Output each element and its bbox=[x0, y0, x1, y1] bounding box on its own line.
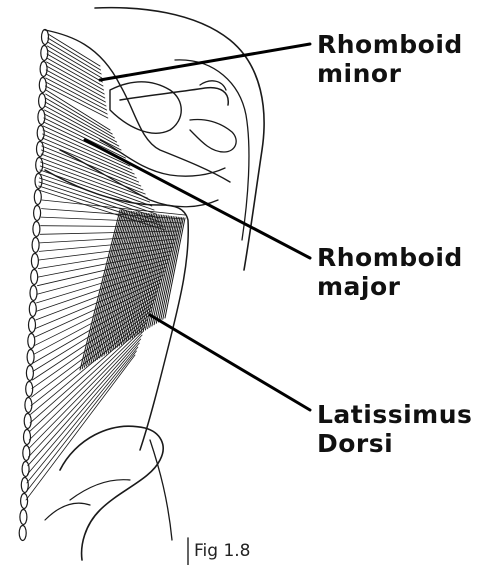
vertebra bbox=[30, 286, 37, 301]
vertebra bbox=[19, 526, 26, 541]
vertebra bbox=[22, 462, 29, 477]
vertebra bbox=[24, 430, 31, 445]
vertebra bbox=[28, 334, 35, 349]
vertebra bbox=[34, 206, 41, 221]
label-rhomboid-major-line2: major bbox=[317, 272, 463, 301]
hatch-stroke bbox=[29, 331, 144, 449]
vertebra bbox=[32, 238, 39, 253]
label-rhomboid-minor-line2: minor bbox=[317, 59, 463, 88]
vertebra bbox=[23, 446, 30, 461]
hatch-stroke bbox=[40, 170, 154, 210]
label-rhomboid-major: Rhomboid major bbox=[317, 243, 463, 301]
label-rhomboid-minor-line1: Rhomboid bbox=[317, 30, 463, 59]
vertebra bbox=[31, 270, 38, 285]
label-latissimus-dorsi-line2: Dorsi bbox=[317, 429, 472, 458]
vertebra bbox=[31, 254, 38, 269]
vertebra bbox=[39, 78, 46, 93]
vertebra bbox=[26, 382, 33, 397]
scapula-spine bbox=[120, 88, 228, 105]
leader-line-latissimus-dorsi bbox=[150, 315, 310, 410]
vertebra bbox=[26, 366, 33, 381]
vertebra bbox=[25, 398, 32, 413]
hatch-stroke bbox=[152, 217, 175, 326]
label-rhomboid-major-line1: Rhomboid bbox=[317, 243, 463, 272]
hatch-stroke bbox=[40, 166, 152, 206]
vertebra bbox=[33, 222, 40, 237]
vertebra bbox=[27, 350, 34, 365]
leader-line-rhomboid-minor bbox=[100, 44, 310, 80]
hatch-stroke bbox=[130, 215, 158, 340]
vertebra bbox=[21, 494, 28, 509]
label-latissimus-dorsi-line1: Latissimus bbox=[317, 400, 472, 429]
pelvis-outline bbox=[60, 426, 163, 560]
vertebra bbox=[24, 414, 31, 429]
vertebra bbox=[29, 302, 36, 317]
vertebra bbox=[34, 190, 41, 205]
leader-line-rhomboid-major bbox=[85, 140, 310, 258]
figure-caption: Fig 1.8 bbox=[194, 541, 251, 561]
vertebra bbox=[29, 318, 36, 333]
label-rhomboid-minor: Rhomboid minor bbox=[317, 30, 463, 88]
label-latissimus-dorsi: Latissimus Dorsi bbox=[317, 400, 472, 458]
hatch-stroke bbox=[42, 200, 185, 215]
rhomboid-minor-hatching bbox=[45, 34, 107, 118]
hatch-stroke bbox=[39, 178, 158, 218]
spine bbox=[19, 30, 48, 541]
hatch-stroke bbox=[28, 335, 142, 457]
vertebra bbox=[20, 510, 27, 525]
